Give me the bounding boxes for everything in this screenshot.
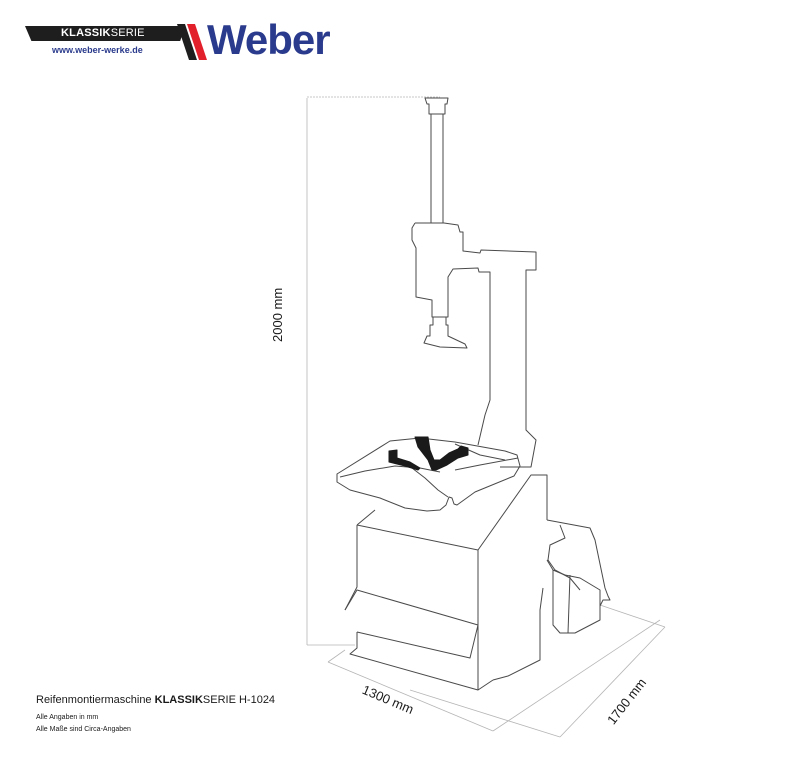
mounting-head-shaft <box>424 97 449 224</box>
turntable-jaws <box>388 436 469 471</box>
product-title: Reifenmontiermaschine KLASSIKSERIE H-102… <box>36 694 275 706</box>
turntable <box>336 436 521 512</box>
series-bold: KLASSIK <box>61 27 111 39</box>
product-type: Reifenmontiermaschine <box>36 694 155 706</box>
dimension-lines <box>306 96 666 738</box>
product-series-bold: KLASSIK <box>154 694 203 706</box>
height-dimension-label: 2000 mm <box>270 287 285 342</box>
product-model: SERIE H-1024 <box>202 694 276 706</box>
brand-wordmark: Weber <box>207 16 331 63</box>
machine-base <box>344 474 611 691</box>
mounting-head <box>411 222 537 468</box>
caption-block: Reifenmontiermaschine KLASSIKSERIE H-102… <box>36 694 275 736</box>
website-url: www.weber-werke.de <box>52 45 143 55</box>
note-approximate: Alle Maße sind Circa-Angaben <box>36 726 131 733</box>
series-label: KLASSIKSERIE <box>61 27 145 40</box>
logo-stripes-icon <box>177 24 207 60</box>
series-banner <box>25 26 185 41</box>
series-regular: SERIE <box>110 27 145 39</box>
note-units: Alle Angaben in mm <box>36 714 99 721</box>
weber-logo: KLASSIKSERIE www.weber-werke.de Weber <box>25 16 365 64</box>
